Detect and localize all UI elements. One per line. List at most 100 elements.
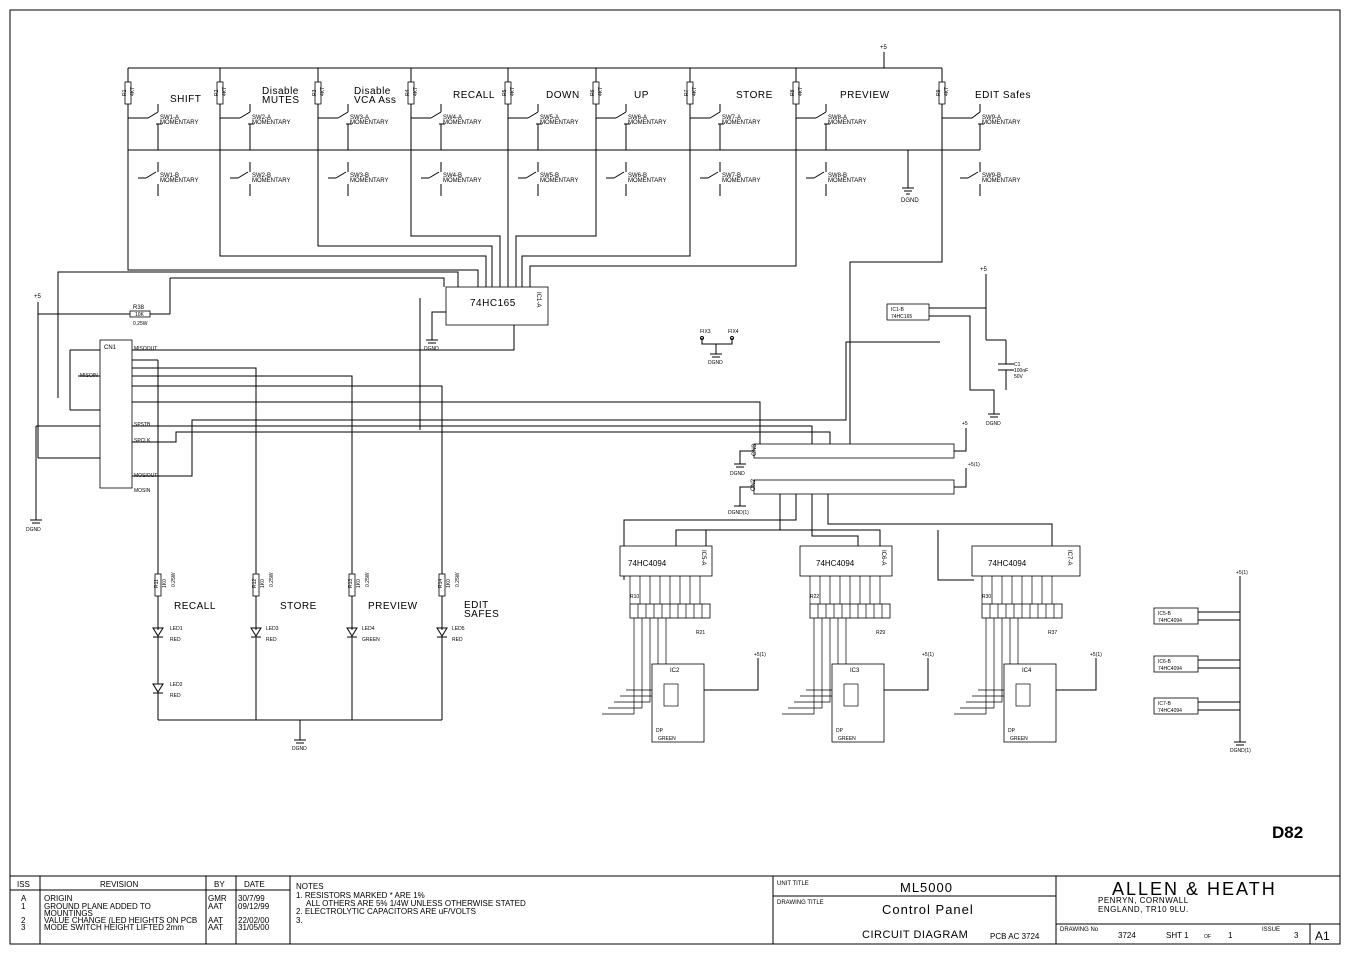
gnd-label-switch: DGND: [901, 198, 919, 204]
switch-res-ref: R2: [214, 89, 220, 96]
display-section-2: R22 R29 IC3 DP GREEN +5(1): [782, 576, 934, 743]
ic7b-name: 74HC4094: [1158, 708, 1182, 714]
display-ref: IC2: [670, 668, 680, 674]
led-res-val: 1K0: [260, 579, 266, 588]
rev-date: 31/05/00: [238, 923, 270, 932]
switch-b-ref: SW7-B: [722, 173, 741, 179]
switch-res-ref: R5: [502, 89, 508, 96]
led-label: PREVIEW: [368, 601, 418, 612]
switch-type-b: MOMENTARY: [828, 178, 866, 184]
switch-type: MOMENTARY: [722, 120, 760, 126]
led-res-ref: R13: [348, 579, 354, 588]
rev-date: 22/02/00: [238, 916, 270, 925]
switch-b-ref: SW2-B: [252, 173, 271, 179]
switch-type: MOMENTARY: [982, 120, 1020, 126]
switch-b-ref: SW9-B: [982, 173, 1001, 179]
switch-array: +5 DGND: [128, 45, 980, 204]
driver-ref: IC5-A: [700, 550, 706, 565]
title-block: ISS REVISION BY DATE A ORIGIN GMR 30/7/9…: [10, 875, 1340, 944]
rev-header-revision: REVISION: [100, 880, 138, 889]
switch-type: MOMENTARY: [160, 120, 198, 126]
display-r-last: R21: [696, 630, 705, 636]
c1-volt: 50V: [1014, 374, 1024, 380]
switch-b-ref: SW6-B: [628, 173, 647, 179]
switch-res-val: 4K7: [413, 87, 419, 96]
led-res-val: 1K0: [446, 579, 452, 588]
switch-res-val: 4K7: [798, 87, 804, 96]
led-color-2: RED: [170, 693, 181, 699]
drawing-no-label: DRAWING No: [1060, 927, 1099, 933]
switch-a-ref: SW6-A: [628, 115, 647, 121]
switch-res-val: 4K7: [510, 87, 516, 96]
switch-res-ref: R1: [122, 89, 128, 96]
rev-text: VALUE CHANGE (LED HEIGHTS ON PCB: [44, 916, 197, 925]
switch-res-val: 4K7: [130, 87, 136, 96]
switch-col-8: R8 4K7 PREVIEW SW8-A MOMENTARY SW8-B MOM…: [790, 68, 889, 196]
switch-a-ref: SW9-A: [982, 115, 1001, 121]
led-col-3: R13 1K0 0.25W PREVIEW LED4 GREEN: [346, 572, 418, 720]
switch-type-b: MOMENTARY: [722, 178, 760, 184]
driver-ref: IC7-A: [1066, 550, 1072, 565]
led-gnd: DGND: [292, 746, 307, 752]
led-ref: LED3: [266, 626, 279, 632]
company-name: ALLEN & HEATH: [1112, 879, 1277, 899]
vcc-label-top: +5: [880, 45, 888, 51]
led-color: GREEN: [362, 637, 380, 643]
rev-header-by: BY: [214, 880, 225, 889]
ic1-ref: IC1-A: [535, 292, 541, 307]
led-ref: LED1: [170, 626, 183, 632]
cn2-vcc: +5(1): [968, 462, 980, 468]
rev-by: AAT: [208, 902, 223, 911]
cn2-label: CN2: [751, 478, 757, 491]
display-section-1: R10 R21 IC2 DP GREEN +5(1): [602, 576, 766, 743]
rev-date: 09/12/99: [238, 902, 270, 911]
sheet-total: 1: [1228, 931, 1233, 940]
switch-type-b: MOMENTARY: [160, 178, 198, 184]
switch-type: MOMENTARY: [628, 120, 666, 126]
switch-a-ref: SW8-A: [828, 115, 847, 121]
switch-b-ref: SW3-B: [350, 173, 369, 179]
display-r-last: R37: [1048, 630, 1057, 636]
switch-label: Disable: [354, 86, 391, 97]
led-col-2: R12 1K0 0.25W STORE LED3 RED: [250, 572, 316, 720]
rev-by: AAT: [208, 916, 223, 925]
r38-value: 10K: [135, 312, 145, 318]
switch-label: EDIT Safes: [975, 90, 1031, 101]
display-r-last: R29: [876, 630, 885, 636]
switch-res-val: 4K7: [944, 87, 950, 96]
r38-pullup: +5 R38 10K 0.25W: [34, 278, 171, 458]
drv-vcc: +5(1): [1236, 570, 1248, 576]
led-res-val: 1K0: [356, 579, 362, 588]
led-label-2: SAFES: [464, 609, 499, 620]
led-col-1: R11 1K0 0.25W RECALL LED1 RED LED2 RED: [152, 572, 215, 720]
switch-type: MOMENTARY: [350, 120, 388, 126]
switch-a-ref: SW7-A: [722, 115, 741, 121]
driver-ic6: 74HC4094 IC6-A: [799, 545, 893, 577]
display-ref: IC3: [850, 668, 860, 674]
rev-iss: 1: [21, 902, 26, 911]
switch-b-ref: SW4-B: [443, 173, 462, 179]
switch-type: MOMENTARY: [540, 120, 578, 126]
drawing-type: CIRCUIT DIAGRAM: [862, 929, 968, 941]
switch-a-ref: SW2-A: [252, 115, 271, 121]
switch-a-ref: SW1-A: [160, 115, 179, 121]
switch-res-val: 4K7: [692, 87, 698, 96]
switch-type: MOMENTARY: [252, 120, 290, 126]
switch-res-ref: R7: [684, 89, 690, 96]
switch-col-1: R1 4K7 SHIFT SW1-A MOMENTARY SW1-B MOMEN…: [122, 68, 201, 196]
switch-res-ref: R8: [790, 89, 796, 96]
switch-type-b: MOMENTARY: [252, 178, 290, 184]
switch-col-3: R3 4K7 Disable VCA Ass SW3-A MOMENTARY S…: [312, 68, 396, 196]
switch-a-ref: SW4-A: [443, 115, 462, 121]
r38-ref: R38: [133, 305, 145, 311]
rev-text: MOUNTINGS: [44, 909, 93, 918]
switch-b-ref: SW1-B: [160, 173, 179, 179]
notes-line: 3.: [296, 916, 303, 925]
led-res-power: 0.25W: [365, 572, 371, 587]
cn3-connector: CN3 DGND +5: [730, 421, 968, 477]
rev-header-iss: ISS: [17, 880, 30, 889]
switch-bus-wires: [57, 118, 943, 450]
sheet-code: D82: [1272, 823, 1303, 842]
fixings: FIX3 FIX4 DGND: [700, 329, 739, 366]
